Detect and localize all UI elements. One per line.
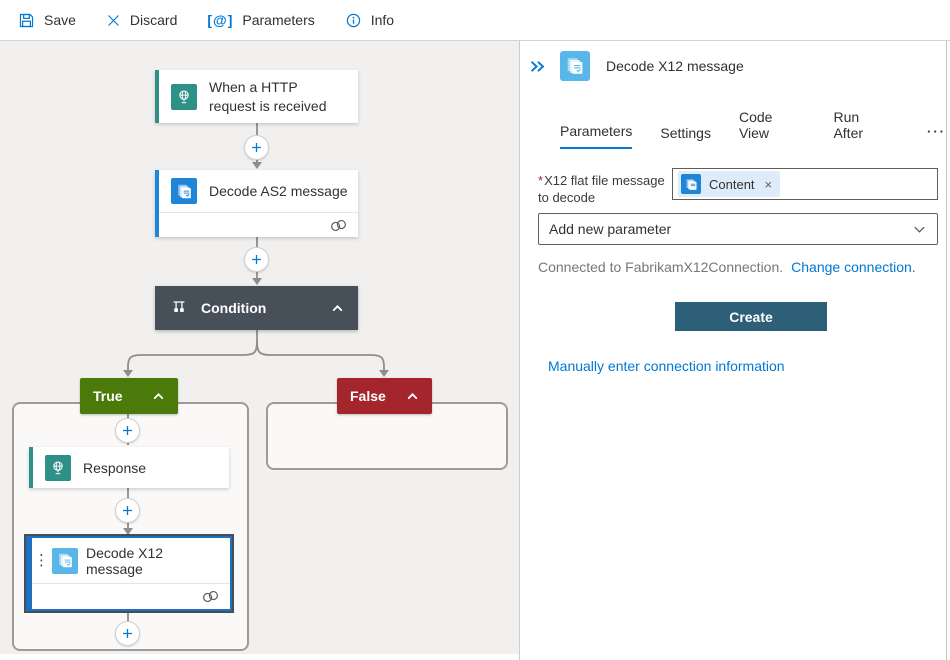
parameters-label: Parameters [242, 12, 315, 28]
panel-title: Decode X12 message [606, 58, 744, 74]
parameters-form: *X12 flat file message to decode [538, 168, 938, 376]
false-branch-badge[interactable]: False [337, 378, 432, 414]
info-icon [345, 12, 362, 29]
http-request-icon [171, 83, 197, 110]
operation-details-panel: Decode X12 message Parameters Settings C… [520, 41, 946, 660]
info-label: Info [370, 12, 395, 28]
change-connection-link[interactable]: Change connection. [791, 259, 916, 275]
response-icon [45, 454, 71, 481]
insert-step-button[interactable] [115, 498, 140, 523]
designer-toolbar: Save Discard [@] Parameters Info [0, 0, 950, 41]
plus-icon [123, 506, 132, 515]
condition-title: Condition [201, 300, 267, 316]
add-parameter-placeholder: Add new parameter [549, 221, 672, 237]
save-button[interactable]: Save [18, 12, 76, 29]
field-label: *X12 flat file message to decode [538, 173, 665, 205]
collapse-panel-icon[interactable] [527, 57, 548, 76]
canvas-bottom-gutter [0, 654, 519, 660]
trigger-card-http-request[interactable]: When a HTTP request is received [155, 70, 358, 123]
insert-step-button[interactable] [115, 621, 140, 646]
decode-x12-icon [52, 547, 78, 574]
action-card-decode-x12-selected[interactable]: ⋮ Decode X12 message [26, 536, 232, 611]
add-new-parameter-dropdown[interactable]: Add new parameter [538, 213, 938, 245]
discard-button[interactable]: Discard [106, 12, 177, 28]
tab-run-after[interactable]: Run After [833, 109, 864, 141]
discard-icon [106, 13, 121, 28]
content-token[interactable]: Content × [678, 171, 781, 197]
tab-parameters[interactable]: Parameters [560, 123, 633, 149]
plus-icon [123, 426, 132, 435]
true-label: True [93, 388, 123, 404]
save-label: Save [44, 12, 76, 28]
action-card-response[interactable]: Response [29, 447, 229, 488]
chevron-down-icon [914, 226, 925, 233]
x12-message-input[interactable]: Content × [672, 168, 938, 200]
manual-connection-link[interactable]: Manually enter connection information [548, 358, 785, 374]
workflow-canvas[interactable]: When a HTTP request is received [0, 41, 520, 660]
save-icon [18, 12, 35, 29]
insert-step-button[interactable] [244, 247, 269, 272]
collapse-chevron-icon[interactable] [331, 302, 344, 315]
condition-icon [169, 297, 189, 320]
true-branch-badge[interactable]: True [80, 378, 178, 414]
tab-settings[interactable]: Settings [660, 125, 711, 141]
decode-x12-icon [560, 51, 590, 81]
plus-icon [252, 255, 261, 264]
false-label: False [350, 388, 386, 404]
panel-tabs: Parameters Settings Code View Run After … [560, 109, 946, 149]
info-button[interactable]: Info [345, 12, 394, 29]
window-right-gutter [946, 41, 950, 660]
workflow-connectors [123, 123, 389, 622]
condition-card[interactable]: Condition [155, 286, 358, 330]
insert-step-button[interactable] [115, 418, 140, 443]
connection-link-icon [199, 587, 221, 605]
response-title: Response [83, 459, 147, 476]
as2-title: Decode AS2 message [209, 183, 348, 199]
connection-status-text: Connected to FabrikamX12Connection. [538, 259, 784, 275]
plus-icon [252, 143, 261, 152]
content-token-icon [681, 174, 701, 194]
decode-as2-icon [171, 178, 197, 204]
parameters-icon: [@] [207, 12, 234, 28]
more-tabs-icon[interactable]: ··· [927, 124, 946, 139]
tab-code-view[interactable]: Code View [738, 109, 773, 141]
remove-token-icon[interactable]: × [764, 176, 773, 192]
required-asterisk: * [538, 173, 544, 188]
connection-status-line: Connected to FabrikamX12Connection. Chang… [538, 259, 938, 275]
content-token-label: Content [709, 176, 755, 192]
card-menu-dots-icon[interactable]: ⋮ [34, 552, 49, 569]
panel-header: Decode X12 message [527, 51, 946, 81]
collapse-chevron-icon[interactable] [406, 390, 419, 403]
parameters-button[interactable]: [@] Parameters [207, 12, 314, 28]
trigger-title: When a HTTP request is received [209, 78, 327, 114]
insert-step-button[interactable] [244, 135, 269, 160]
discard-label: Discard [129, 12, 178, 28]
collapse-chevron-icon[interactable] [152, 390, 165, 403]
action-card-decode-as2[interactable]: Decode AS2 message [155, 170, 358, 237]
create-button[interactable]: Create [675, 302, 827, 331]
connection-link-icon [327, 216, 349, 234]
plus-icon [123, 629, 132, 638]
x12-title: Decode X12 message [86, 544, 164, 577]
